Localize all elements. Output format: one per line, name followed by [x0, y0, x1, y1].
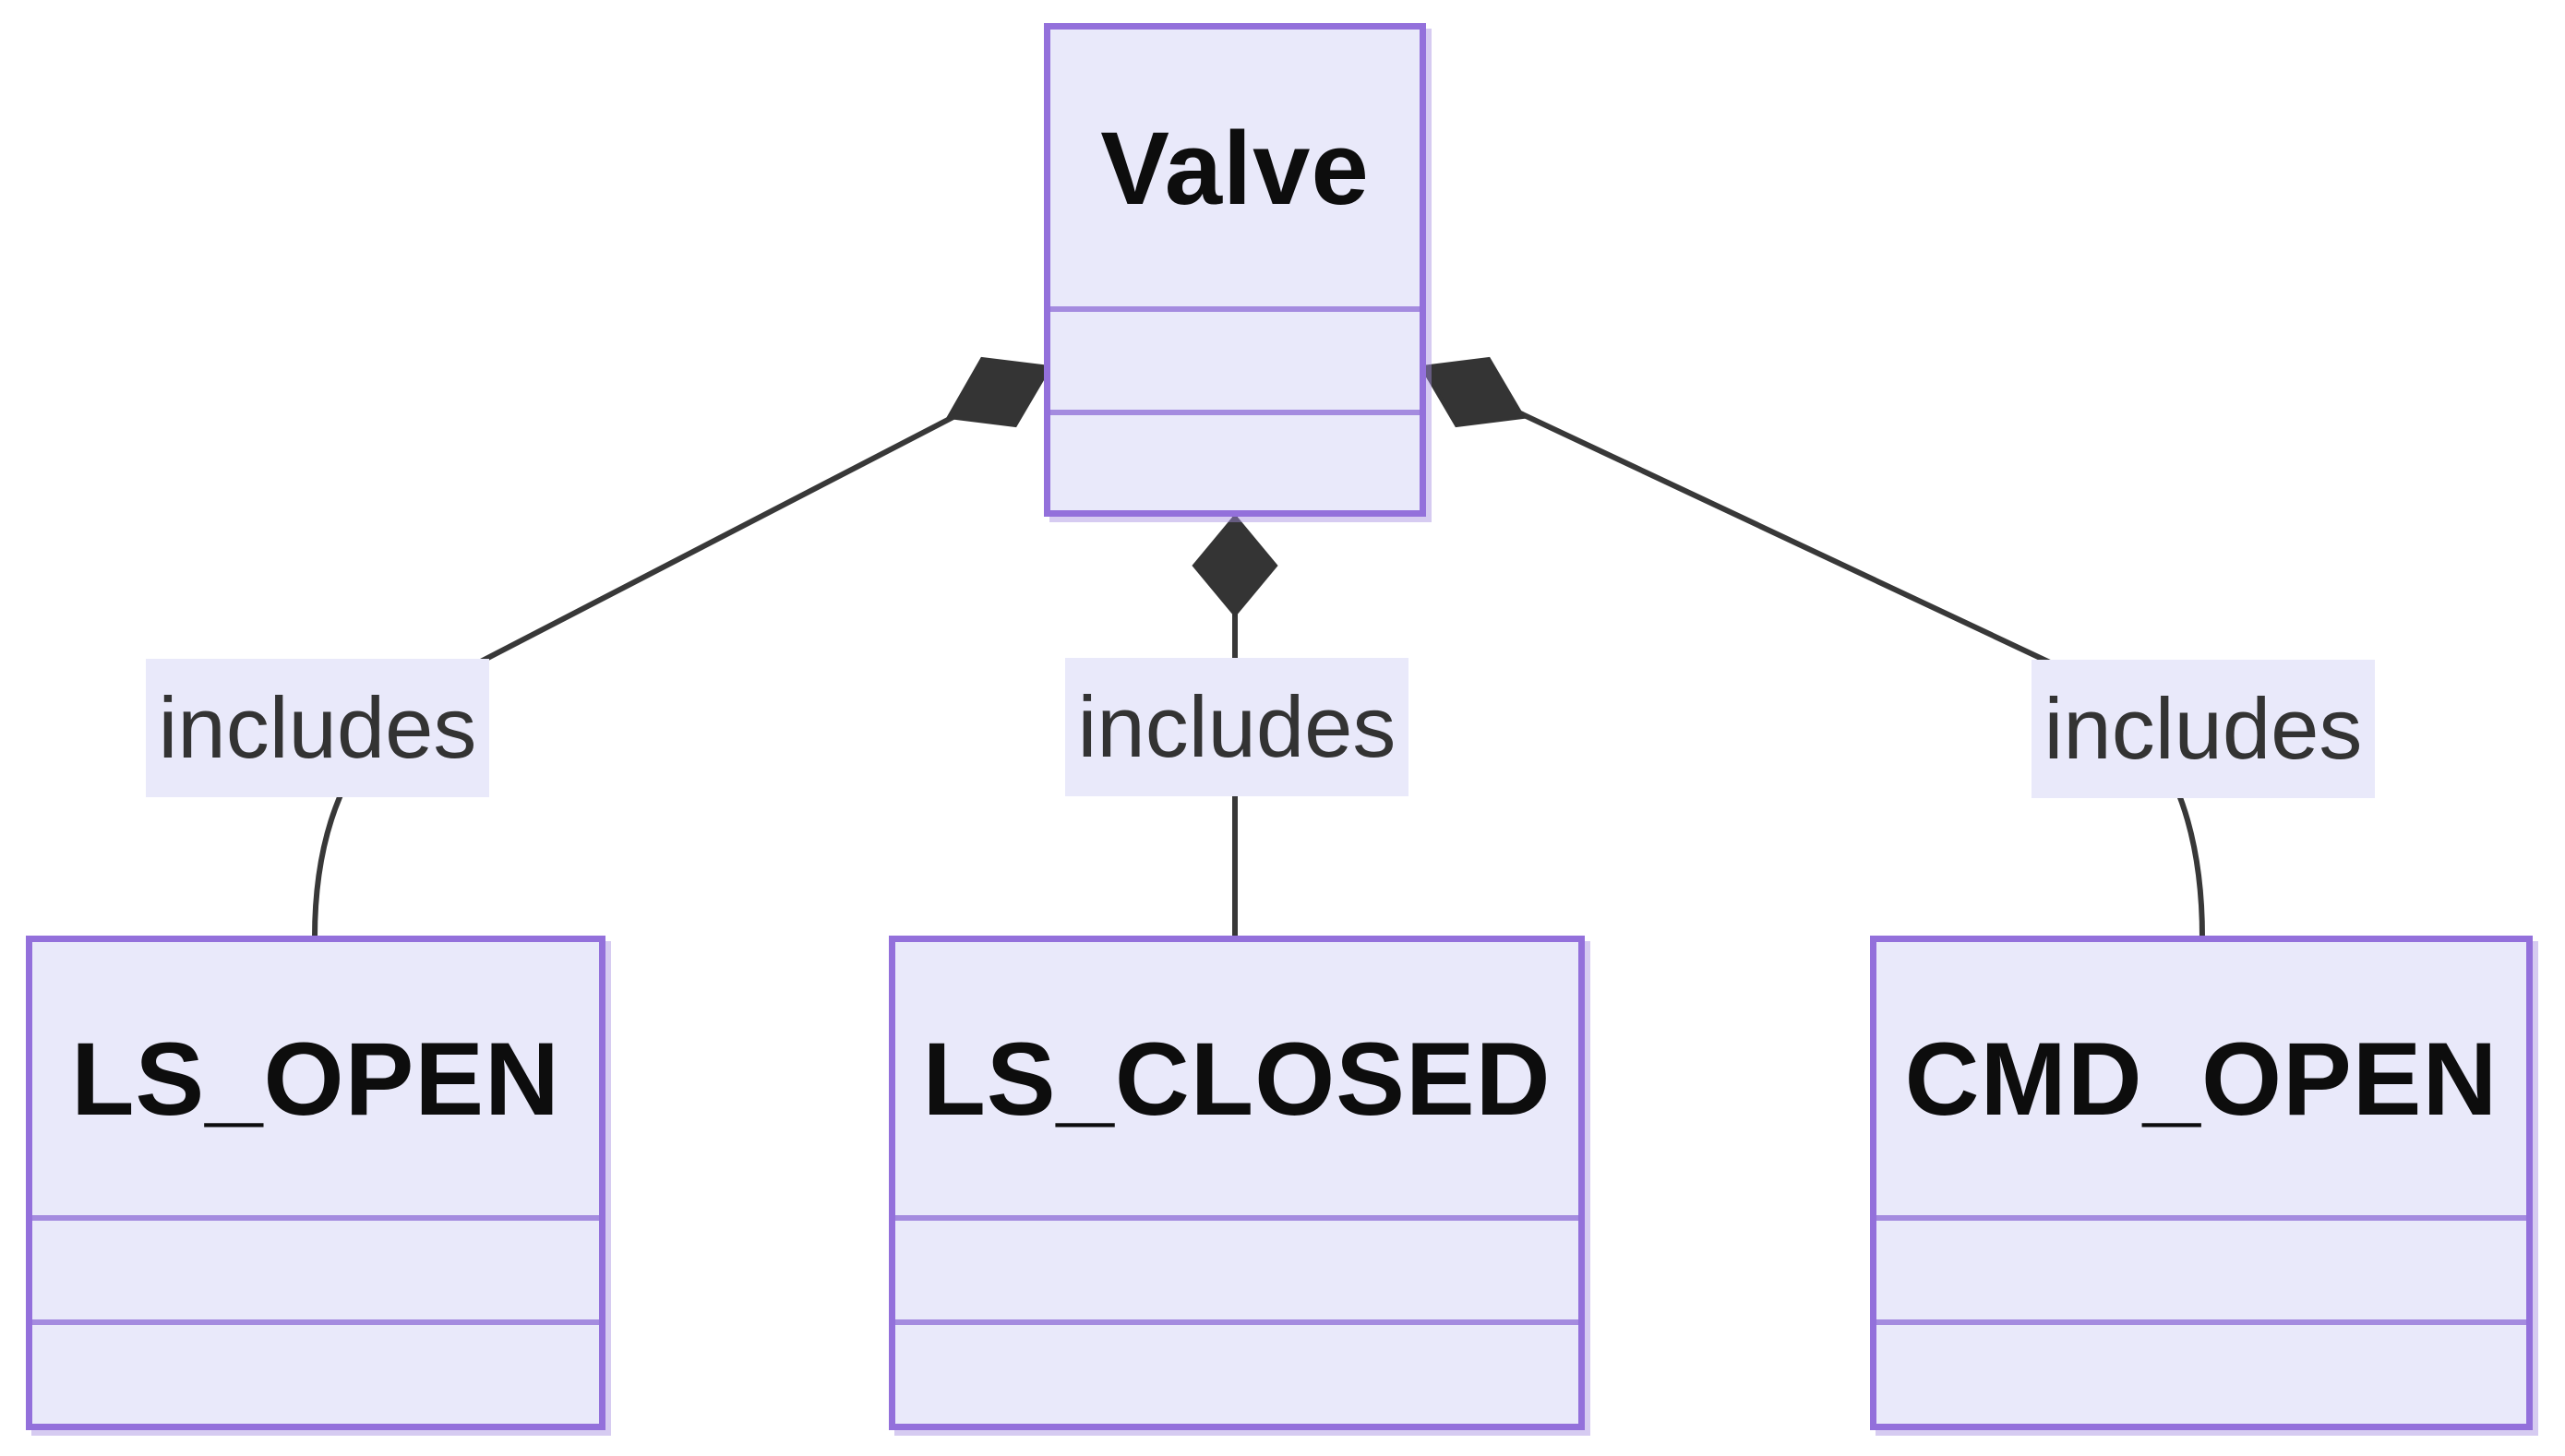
- edge-label-includes-ls-closed: includes: [1065, 658, 1408, 796]
- attributes-compartment-ls-open: [32, 1215, 599, 1319]
- class-box-valve: Valve: [1044, 23, 1426, 517]
- methods-compartment-ls-open: [32, 1319, 599, 1424]
- class-box-cmd-open: CMD_OPEN: [1870, 936, 2533, 1430]
- class-name-valve: Valve: [1100, 110, 1370, 226]
- composition-edge-valve-cmd-open: [1420, 364, 2205, 938]
- class-box-ls-open: LS_OPEN: [26, 936, 605, 1430]
- composition-diamond-ls-closed: [1192, 513, 1278, 618]
- composition-edge-valve-ls-open: [312, 364, 1051, 938]
- attributes-compartment-cmd-open: [1876, 1215, 2526, 1319]
- edge-label-includes-ls-open: includes: [146, 659, 489, 797]
- attributes-compartment-ls-closed: [895, 1215, 1578, 1319]
- attributes-compartment-valve: [1050, 306, 1420, 410]
- methods-compartment-cmd-open: [1876, 1319, 2526, 1424]
- methods-compartment-ls-closed: [895, 1319, 1578, 1424]
- class-name-cmd-open: CMD_OPEN: [1904, 1020, 2499, 1137]
- composition-diamond-ls-open: [945, 356, 1053, 428]
- methods-compartment-valve: [1050, 410, 1420, 510]
- class-name-ls-open: LS_OPEN: [71, 1020, 560, 1137]
- edge-label-includes-cmd-open: includes: [2032, 660, 2375, 798]
- class-name-ls-closed: LS_CLOSED: [922, 1020, 1552, 1137]
- class-box-ls-closed: LS_CLOSED: [889, 936, 1585, 1430]
- composition-diamond-cmd-open: [1419, 356, 1527, 428]
